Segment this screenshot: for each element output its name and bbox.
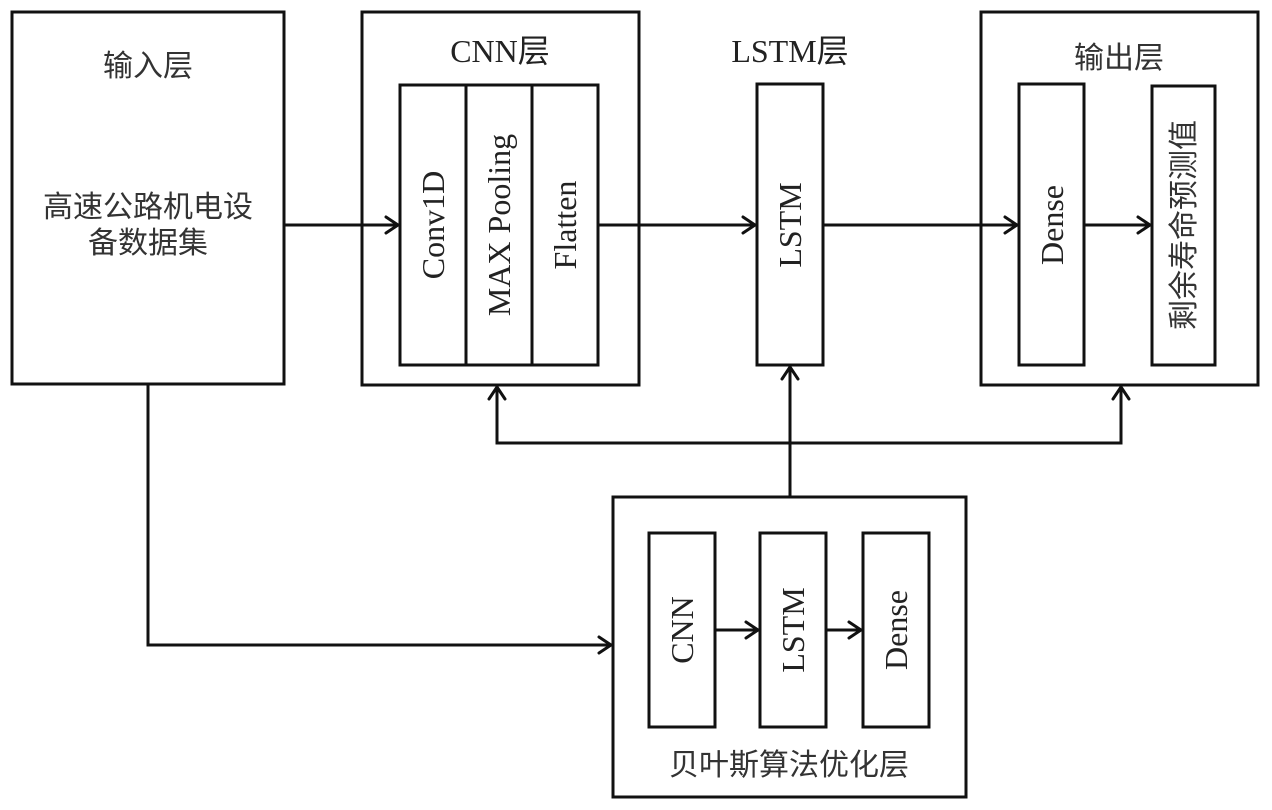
bayes-layer: CNN LSTM Dense 贝叶斯算法优化层 bbox=[613, 497, 966, 797]
input-layer: 输入层 高速公路机电设 备数据集 bbox=[12, 12, 284, 384]
bayes-layer-title: 贝叶斯算法优化层 bbox=[669, 748, 909, 783]
cnn-layer-title: CNN层 bbox=[450, 33, 550, 69]
cnn-layer: CNN层 Conv1D MAX Pooling Flatten bbox=[362, 12, 639, 385]
output-layer: 输出层 Dense 剩余寿命预测值 bbox=[981, 12, 1258, 385]
rul-prediction-label: 剩余寿命预测值 bbox=[1167, 120, 1202, 330]
bayes-lstm-label: LSTM bbox=[775, 587, 811, 672]
dense-label: Dense bbox=[1034, 185, 1070, 265]
bayes-dense-label: Dense bbox=[878, 590, 914, 670]
flatten-label: Flatten bbox=[547, 181, 583, 270]
feedback-bus bbox=[497, 387, 1121, 443]
input-layer-title: 输入层 bbox=[103, 49, 193, 84]
lstm-label: LSTM bbox=[772, 182, 808, 267]
input-layer-content-line1: 高速公路机电设 bbox=[43, 190, 253, 225]
bayes-cnn-label: CNN bbox=[664, 596, 700, 664]
max-pooling-label: MAX Pooling bbox=[481, 134, 517, 316]
lstm-layer: LSTM层 LSTM bbox=[731, 33, 848, 365]
input-layer-content-line2: 备数据集 bbox=[88, 226, 208, 261]
conv1d-label: Conv1D bbox=[415, 171, 451, 279]
arrow-input-to-bayes bbox=[148, 384, 611, 645]
output-layer-title: 输出层 bbox=[1074, 41, 1164, 76]
lstm-layer-title: LSTM层 bbox=[731, 33, 848, 69]
